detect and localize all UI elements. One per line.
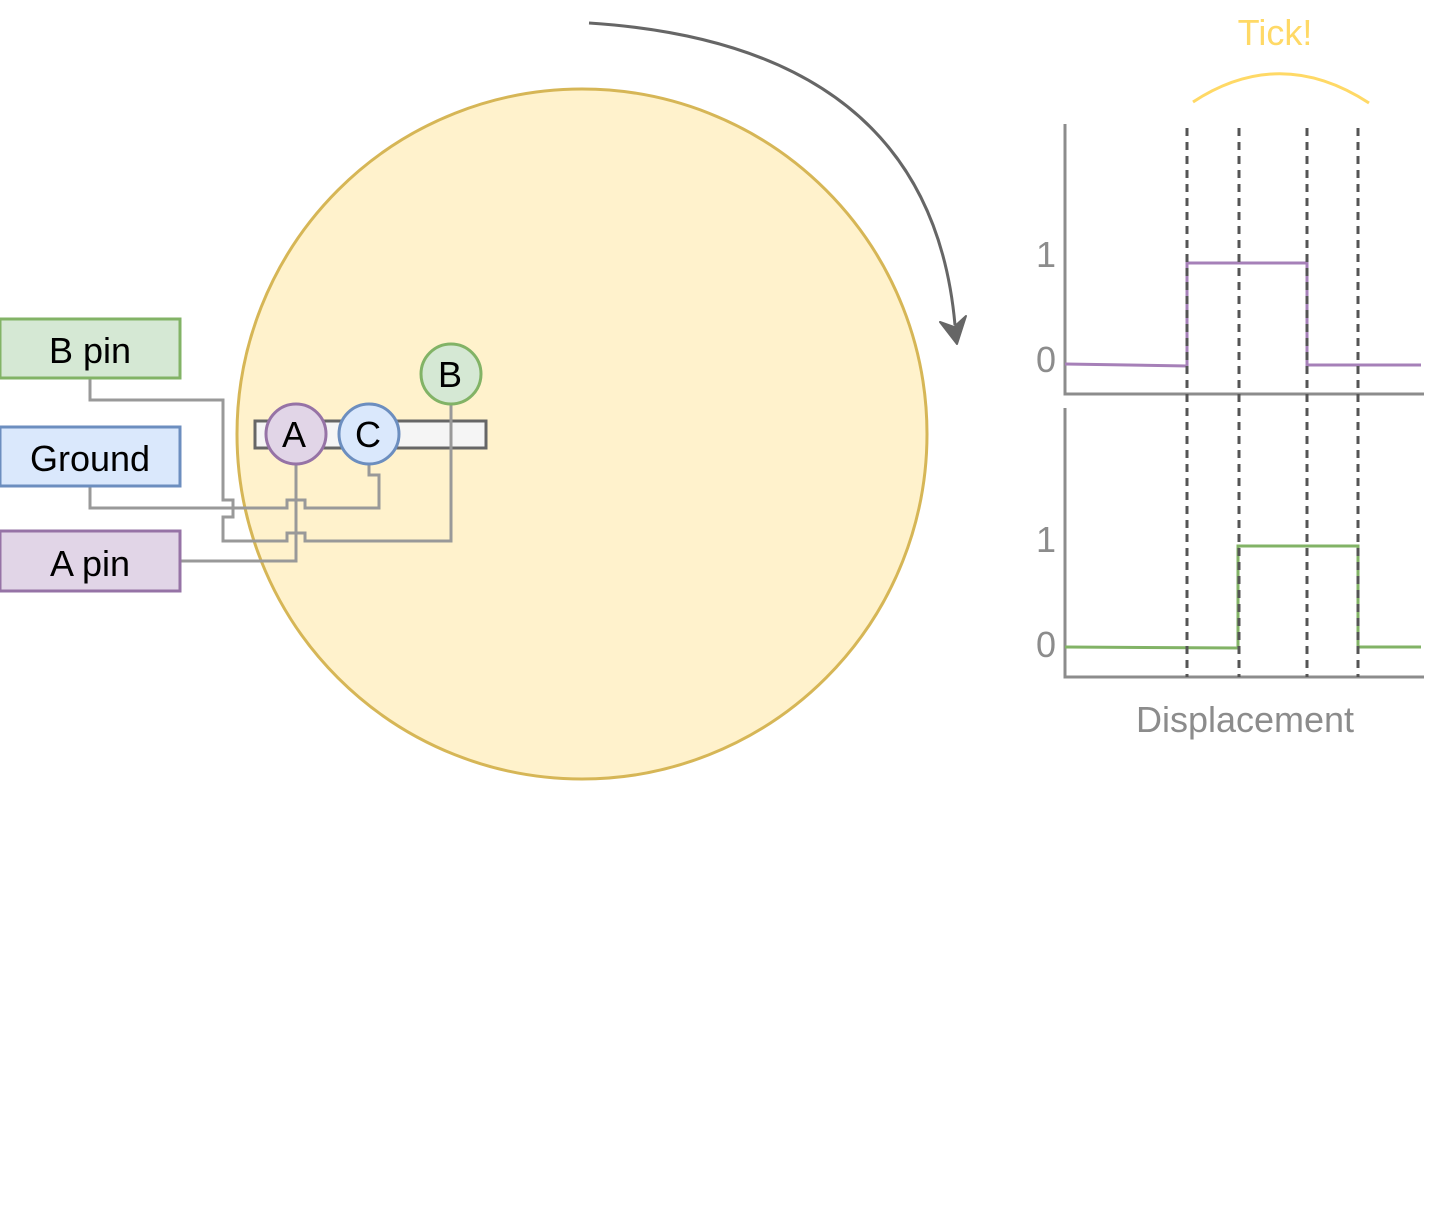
wire-ground — [88, 464, 381, 510]
top-chart-low-label: 0 — [1036, 339, 1056, 380]
a-pin-box — [0, 529, 182, 593]
rotation-arrowhead — [939, 315, 967, 345]
timing-diagram: Tick! 1 0 1 0 Displacement — [1036, 12, 1424, 740]
b-pin-label: B pin — [49, 330, 131, 371]
tick-label: Tick! — [1238, 12, 1313, 53]
contact-c-label: C — [355, 414, 381, 455]
bottom-chart-low-label: 0 — [1036, 624, 1056, 665]
a-pin-label: A pin — [50, 543, 130, 584]
wires — [88, 379, 453, 563]
contact-a — [264, 402, 328, 466]
ground-box — [0, 425, 182, 488]
contact-b — [419, 342, 483, 406]
signal-b-trace — [1064, 544, 1421, 650]
contact-a-label: A — [282, 414, 306, 455]
contact-c — [337, 402, 401, 466]
bottom-chart-high-label: 1 — [1036, 519, 1056, 560]
bottom-chart-axes — [1063, 408, 1424, 679]
wire-a — [181, 464, 298, 563]
transition-markers — [1185, 128, 1360, 677]
top-chart-high-label: 1 — [1036, 234, 1056, 275]
b-pin-box — [0, 317, 182, 380]
signal-a-trace — [1064, 261, 1421, 368]
encoder-wheel — [235, 87, 929, 781]
contact-b-label: B — [438, 354, 462, 395]
tick-arc — [1192, 72, 1370, 105]
top-chart-axes — [1063, 124, 1424, 396]
rotation-arrow — [588, 21, 957, 326]
wire-b — [88, 379, 453, 543]
displacement-label: Displacement — [1136, 699, 1354, 740]
ground-label: Ground — [30, 438, 150, 479]
